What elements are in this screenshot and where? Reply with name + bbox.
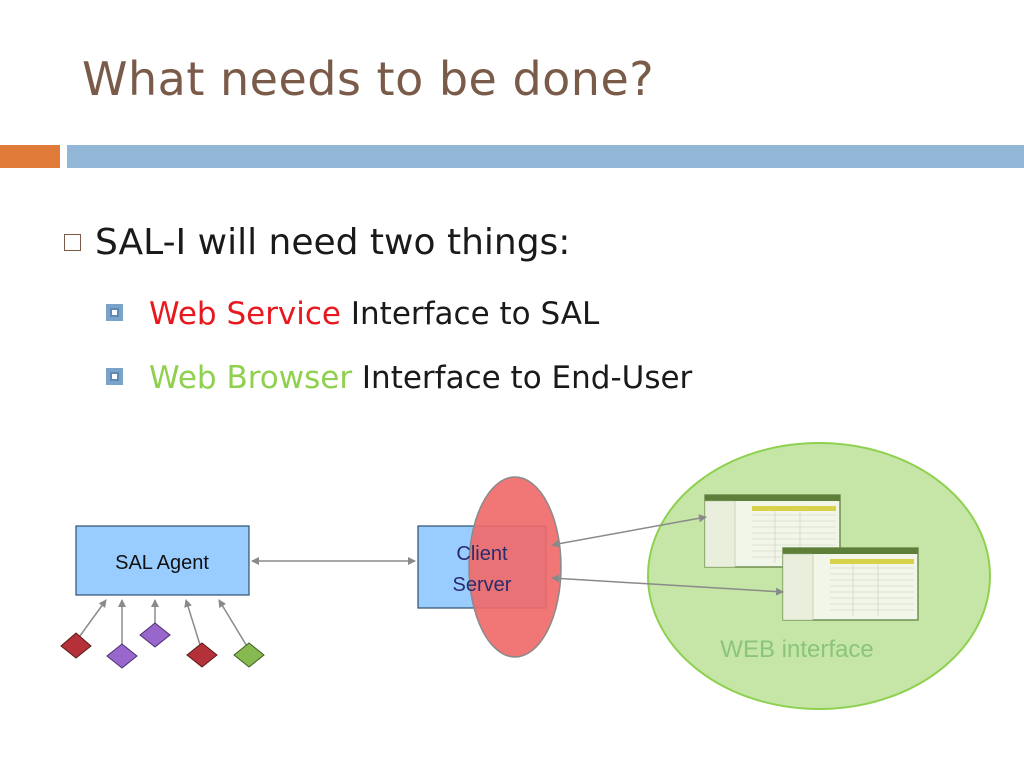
sal-agent-label: SAL Agent xyxy=(115,552,209,574)
browser-screenshot-front xyxy=(782,547,919,621)
client-server-label-line2: Server xyxy=(453,574,512,596)
title-divider-bar xyxy=(67,145,1024,168)
server-browser-connector-top xyxy=(551,514,707,548)
sensor-diamond-green xyxy=(233,642,265,668)
web-service-ellipse xyxy=(468,476,562,658)
sensor-diamond-red xyxy=(186,642,218,668)
sensor-diamond-purple xyxy=(106,643,138,669)
main-bullet-text: SAL-I will need two things: xyxy=(95,222,571,263)
sub-bullet-web-browser: Web Browser Interface to End-User xyxy=(106,360,692,396)
sub-bullet-text: Interface to SAL xyxy=(341,296,600,332)
sub-bullet-highlight: Web Browser xyxy=(149,360,353,396)
browser-screenshot-back xyxy=(704,494,841,568)
sub-bullet-web-service: Web Service Interface to SAL xyxy=(106,296,599,332)
sal-agent-box xyxy=(75,525,250,596)
hollow-square-bullet-icon xyxy=(64,234,81,251)
sub-bullet-highlight: Web Service xyxy=(149,296,342,332)
sensor-diamond-red xyxy=(60,632,92,659)
slide-title: What needs to be done? xyxy=(82,52,655,106)
sensor-connectors xyxy=(76,599,249,649)
client-server-label-line1: Client xyxy=(456,543,508,565)
server-browser-connector-bottom xyxy=(551,574,784,596)
square-bullet-icon xyxy=(106,368,123,385)
sensor-diamond-purple xyxy=(139,622,171,648)
square-bullet-icon xyxy=(106,304,123,321)
sub-bullet-text: Interface to End-User xyxy=(352,360,693,396)
title-accent-bar xyxy=(0,145,60,168)
main-bullet: SAL-I will need two things: xyxy=(64,222,570,263)
web-interface-label: WEB interface xyxy=(720,636,873,663)
